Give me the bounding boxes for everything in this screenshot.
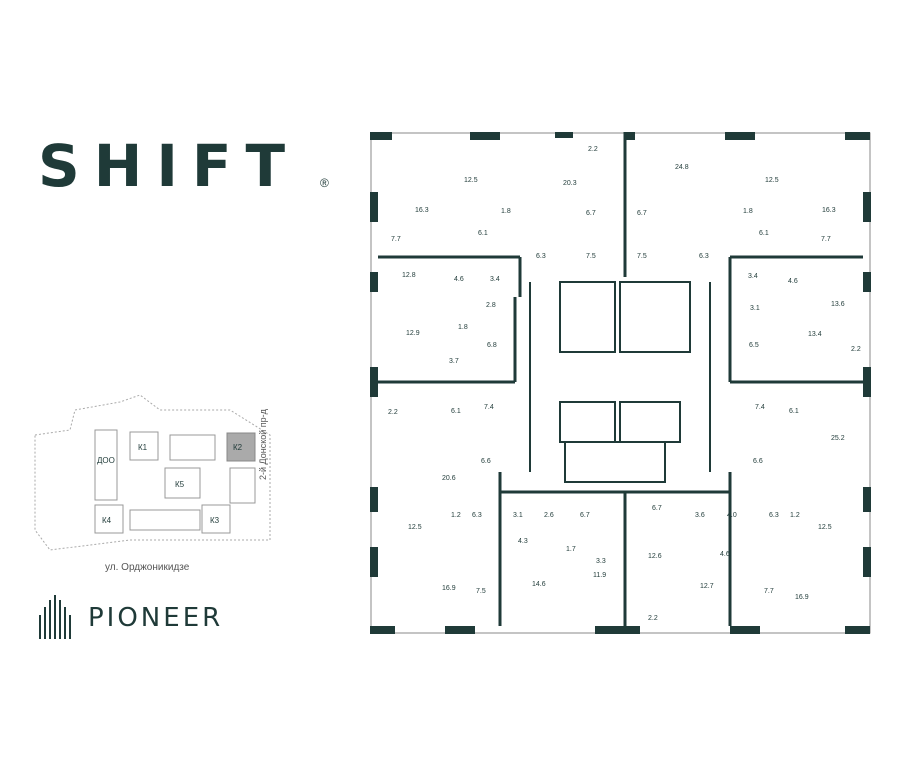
area-label: 3.3: [596, 558, 606, 565]
area-label: 24.8: [675, 164, 689, 171]
building-k2: К2: [233, 443, 243, 452]
area-label: 1.7: [566, 546, 576, 553]
area-label: 12.7: [700, 583, 714, 590]
area-label: 3.1: [750, 305, 760, 312]
area-label: 3.7: [449, 358, 459, 365]
area-label: 7.7: [821, 236, 831, 243]
area-label: 16.3: [822, 207, 836, 214]
area-label: 1.8: [743, 208, 753, 215]
area-label: 4.6: [720, 551, 730, 558]
area-label: 12.8: [402, 272, 416, 279]
building-k1: К1: [138, 443, 148, 452]
area-label: 11.9: [593, 572, 607, 579]
area-label: 16.9: [795, 594, 809, 601]
area-label: 20.3: [563, 180, 577, 187]
area-label: 12.6: [648, 553, 662, 560]
area-label: 6.7: [652, 505, 662, 512]
area-label: 1.2: [790, 512, 800, 519]
area-label: 1.2: [451, 512, 461, 519]
area-label: 6.6: [753, 458, 763, 465]
area-label: 3.6: [695, 512, 705, 519]
building-doo: ДОО: [97, 456, 115, 465]
floor-plan: 12.5 20.3 2.2 24.8 12.5 16.3 1.8 6.7 6.7…: [370, 132, 871, 634]
street-label-right: 2-й Донской пр-д: [258, 409, 268, 480]
pioneer-mark-icon: [39, 595, 71, 639]
building-k3: К3: [210, 516, 220, 525]
floor-plan-drawing: [370, 132, 871, 634]
area-label: 6.1: [478, 230, 488, 237]
area-label: 1.8: [458, 324, 468, 331]
area-label: 2.6: [544, 512, 554, 519]
area-label: 6.8: [487, 342, 497, 349]
shift-logo: SHIFT: [38, 136, 338, 196]
area-label: 6.6: [481, 458, 491, 465]
area-label: 7.7: [764, 588, 774, 595]
area-label: 2.8: [486, 302, 496, 309]
area-label: 4.6: [788, 278, 798, 285]
area-label: 6.3: [536, 253, 546, 260]
site-map-drawing: [34, 394, 271, 551]
area-label: 6.7: [637, 210, 647, 217]
area-label: 7.4: [484, 404, 494, 411]
area-label: 1.8: [501, 208, 511, 215]
area-label: 13.4: [808, 331, 822, 338]
area-label: 20.6: [442, 475, 456, 482]
area-label: 6.1: [759, 230, 769, 237]
area-label: 2.2: [388, 409, 398, 416]
area-label: 7.5: [586, 253, 596, 260]
area-label: 3.4: [490, 276, 500, 283]
area-label: 7.4: [755, 404, 765, 411]
site-map: ДОО К1 К2 К5 К4 К3: [30, 390, 300, 580]
building-k4: К4: [102, 516, 112, 525]
area-label: 12.9: [406, 330, 420, 337]
area-label: 2.2: [648, 615, 658, 622]
area-label: 13.6: [831, 301, 845, 308]
area-label: 6.1: [451, 408, 461, 415]
area-label: 12.5: [818, 524, 832, 531]
area-label: 16.9: [442, 585, 456, 592]
area-label: 7.5: [637, 253, 647, 260]
street-label-bottom: ул. Орджоникидзе: [105, 562, 190, 573]
area-label: 2.2: [588, 146, 598, 153]
area-label: 7.7: [391, 236, 401, 243]
area-label: 6.7: [586, 210, 596, 217]
area-label: 3.4: [748, 273, 758, 280]
area-label: 6.3: [769, 512, 779, 519]
area-label: 6.1: [789, 408, 799, 415]
area-label: 2.2: [851, 346, 861, 353]
area-label: 12.5: [464, 177, 478, 184]
area-label: 6.5: [749, 342, 759, 349]
area-label: 12.5: [765, 177, 779, 184]
area-label: 25.2: [831, 435, 845, 442]
pioneer-logo: PIONEER: [38, 595, 258, 640]
area-label: 4.0: [727, 512, 737, 519]
area-label: 4.6: [454, 276, 464, 283]
area-label: 4.3: [518, 538, 528, 545]
area-label: 7.5: [476, 588, 486, 595]
logo-text: SHIFT: [38, 132, 300, 200]
area-label: 16.3: [415, 207, 429, 214]
area-label: 14.6: [532, 581, 546, 588]
building-k5: К5: [175, 480, 185, 489]
area-label: 12.5: [408, 524, 422, 531]
area-label: 6.3: [472, 512, 482, 519]
registered-mark: ®: [320, 176, 329, 190]
pioneer-text: PIONEER: [88, 603, 224, 633]
area-label: 3.1: [513, 512, 523, 519]
area-label: 6.3: [699, 253, 709, 260]
area-label: 6.7: [580, 512, 590, 519]
